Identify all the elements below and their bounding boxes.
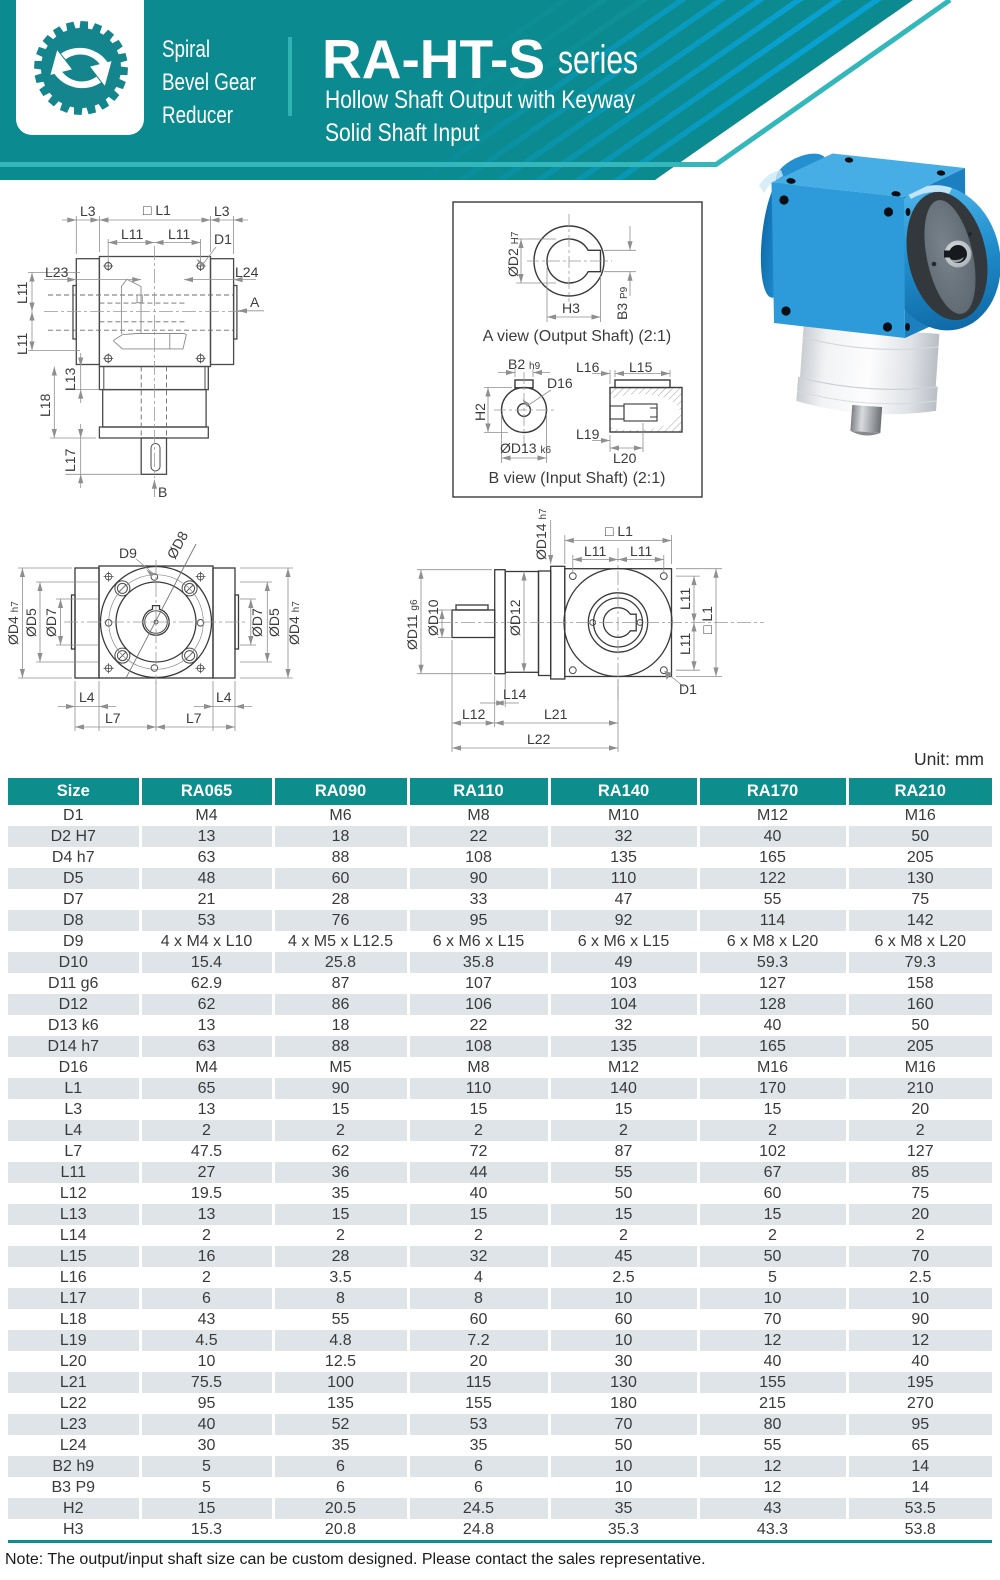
svg-text:L11: L11 [121, 226, 144, 242]
svg-text:L11: L11 [584, 543, 607, 559]
svg-text:ØD7: ØD7 [43, 608, 59, 637]
svg-text:L23: L23 [45, 264, 69, 280]
svg-text:L20: L20 [613, 450, 637, 466]
svg-text:L22: L22 [527, 731, 551, 747]
svg-text:L18: L18 [37, 393, 53, 417]
svg-text:ØD10: ØD10 [425, 599, 441, 636]
svg-text:B view (Input Shaft) (2:1): B view (Input Shaft) (2:1) [489, 470, 666, 487]
svg-text:L12: L12 [462, 706, 486, 722]
svg-text:ØD5: ØD5 [266, 608, 282, 637]
svg-text:ØD13 k6: ØD13 k6 [500, 440, 551, 456]
svg-text:ØD4 h7: ØD4 h7 [5, 601, 21, 645]
svg-text:ØD7: ØD7 [249, 608, 265, 637]
svg-text:L16: L16 [576, 359, 600, 375]
svg-text:□ L1: □ L1 [605, 523, 633, 539]
svg-text:L24: L24 [235, 264, 259, 280]
svg-text:L4: L4 [79, 689, 95, 705]
svg-text:L11: L11 [14, 332, 30, 355]
svg-text:B2 h9: B2 h9 [508, 356, 541, 372]
svg-text:L4: L4 [216, 689, 232, 705]
svg-text:□ L1: □ L1 [143, 202, 171, 218]
svg-text:A view (Output Shaft) (2:1): A view (Output Shaft) (2:1) [483, 328, 672, 345]
svg-text:A: A [250, 294, 260, 310]
svg-text:L15: L15 [629, 359, 653, 375]
svg-text:B3 P9: B3 P9 [614, 286, 630, 320]
svg-text:L17: L17 [62, 448, 78, 472]
svg-text:L11: L11 [630, 543, 653, 559]
svg-text:H2: H2 [472, 403, 488, 421]
svg-text:D9: D9 [119, 545, 137, 561]
svg-text:L21: L21 [544, 706, 568, 722]
svg-text:L11: L11 [168, 226, 191, 242]
svg-text:L13: L13 [62, 367, 78, 391]
svg-text:L7: L7 [105, 710, 121, 726]
svg-text:□ L1: □ L1 [699, 606, 715, 634]
svg-text:L14: L14 [503, 686, 527, 702]
svg-text:ØD2 H7: ØD2 H7 [505, 231, 521, 277]
svg-text:L3: L3 [214, 203, 230, 219]
svg-text:L11: L11 [14, 281, 30, 304]
svg-text:ØD8: ØD8 [164, 528, 192, 561]
svg-text:H3: H3 [562, 300, 580, 316]
svg-text:L11: L11 [677, 632, 693, 655]
svg-text:ØD14 h7: ØD14 h7 [533, 508, 549, 560]
svg-text:L19: L19 [576, 426, 600, 442]
svg-text:L7: L7 [186, 710, 202, 726]
svg-text:L3: L3 [80, 203, 96, 219]
svg-text:ØD11 g6: ØD11 g6 [404, 599, 420, 650]
svg-text:B: B [158, 484, 167, 500]
svg-text:D16: D16 [547, 375, 573, 391]
svg-text:D1: D1 [679, 681, 697, 697]
svg-text:ØD12: ØD12 [507, 599, 523, 636]
svg-text:D1: D1 [214, 231, 232, 247]
svg-text:ØD5: ØD5 [23, 608, 39, 637]
svg-text:L11: L11 [677, 587, 693, 610]
